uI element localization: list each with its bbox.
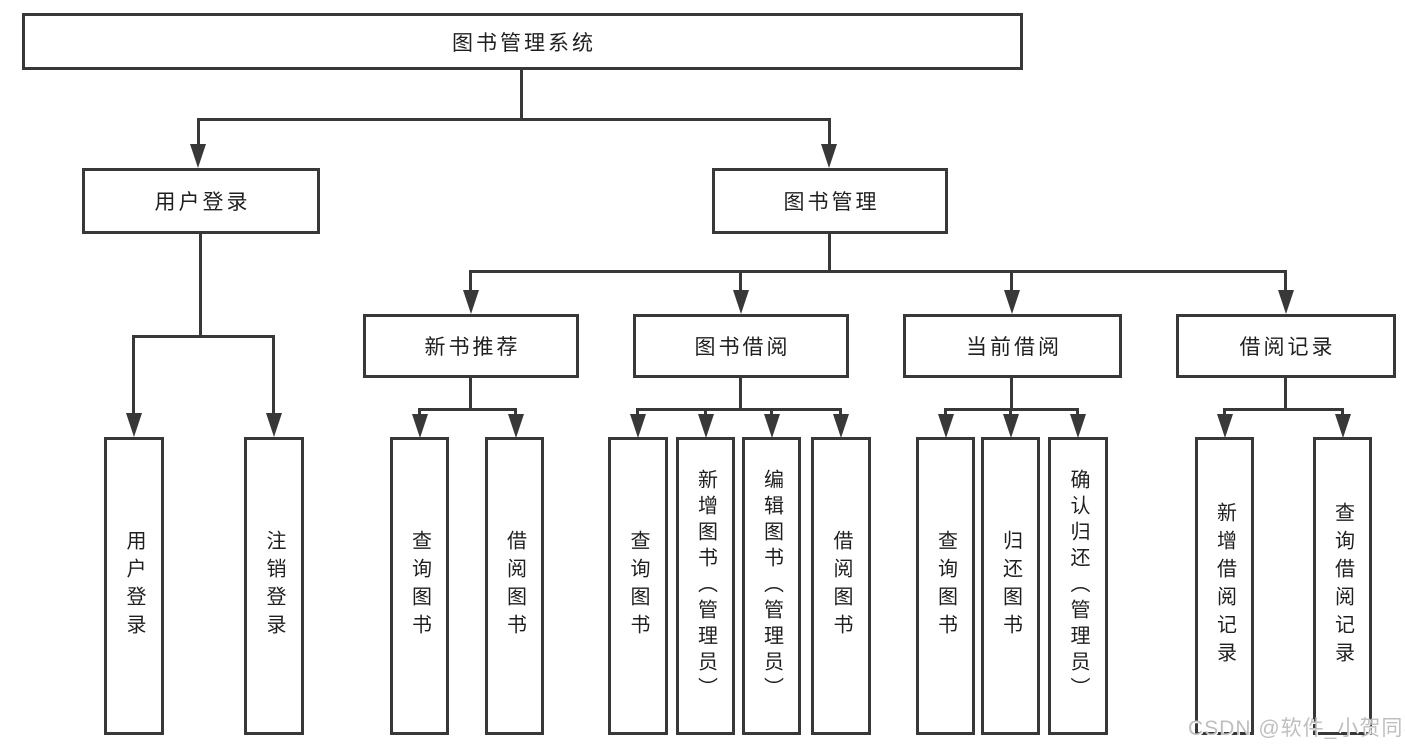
node-label: 确认归还（管理员）: [1067, 469, 1089, 703]
node-label: 新增借阅记录: [1213, 502, 1236, 670]
arrow-down-icon: [630, 414, 646, 438]
leaf-nbr-borrow-book: 借阅图书: [485, 437, 544, 735]
connector-level2-stem: [1010, 270, 1013, 292]
connector-leaf-stem: [704, 408, 707, 416]
leaf-bb-add-book-admin: 新增图书（管理员）: [676, 437, 735, 735]
node-book-borrowing: 图书借阅: [633, 314, 849, 378]
connector-level2-stem: [469, 270, 472, 292]
connector-user-login-split: [132, 335, 275, 338]
node-book-management: 图书管理: [712, 168, 948, 234]
connector-user-login-stem: [197, 118, 200, 146]
connector-group-split: [418, 408, 517, 411]
node-label: 借阅记录: [1239, 336, 1336, 359]
connector-group-stem: [739, 378, 742, 408]
connector-group-split: [1223, 408, 1344, 411]
node-user-login: 用户登录: [82, 168, 320, 234]
arrow-down-icon: [412, 414, 428, 438]
arrow-down-icon: [833, 414, 849, 438]
node-label: 图书借阅: [694, 336, 791, 359]
node-current-borrowing: 当前借阅: [903, 314, 1122, 378]
node-label: 归还图书: [999, 530, 1022, 642]
connector-user-login-down: [199, 234, 202, 335]
node-label: 新增图书（管理员）: [694, 469, 717, 703]
node-label: 当前借阅: [966, 336, 1062, 359]
node-root-library-system: 图书管理系统: [22, 13, 1023, 70]
connector-leaf-stem: [272, 335, 275, 414]
node-label: 查询图书: [934, 530, 957, 642]
node-label: 用户登录: [154, 191, 251, 214]
connector-book-mgmt-down: [828, 234, 831, 270]
arrow-down-icon: [733, 290, 749, 314]
connector-leaf-stem: [514, 408, 517, 416]
leaf-bb-edit-book-admin: 编辑图书（管理员）: [742, 437, 801, 735]
node-label: 借阅图书: [503, 530, 526, 642]
arrow-down-icon: [1003, 414, 1019, 438]
leaf-br-query-record: 查询借阅记录: [1313, 437, 1372, 735]
node-label: 查询图书: [627, 530, 649, 642]
connector-group-split: [636, 408, 842, 411]
connector-level2-stem: [739, 270, 742, 292]
node-new-book-recommendation: 新书推荐: [363, 314, 579, 378]
connector-leaf-stem: [839, 408, 842, 416]
connector-group-stem: [469, 378, 472, 408]
connector-leaf-stem: [770, 408, 773, 416]
leaf-br-add-record: 新增借阅记录: [1195, 437, 1254, 735]
leaf-nbr-query-book: 查询图书: [390, 437, 449, 735]
connector-leaf-stem: [1341, 408, 1344, 416]
arrow-down-icon: [1217, 414, 1233, 438]
connector-leaf-stem: [1009, 408, 1012, 416]
connector-book-mgmt-stem: [828, 118, 831, 146]
connector-group-stem: [1284, 378, 1287, 408]
leaf-cb-query-book: 查询图书: [916, 437, 975, 735]
arrow-down-icon: [938, 414, 954, 438]
leaf-bb-query-book: 查询图书: [608, 437, 668, 735]
leaf-cb-return-book: 归还图书: [981, 437, 1040, 735]
arrow-down-icon: [463, 290, 479, 314]
arrow-down-icon: [1004, 290, 1020, 314]
connector-root-split: [197, 118, 831, 121]
leaf-user-login: 用户登录: [104, 437, 164, 735]
node-label: 图书管理: [783, 191, 880, 214]
connector-leaf-stem: [1223, 408, 1226, 416]
leaf-logout: 注销登录: [244, 437, 304, 735]
node-label: 图书管理系统: [452, 31, 596, 55]
node-label: 注销登录: [263, 530, 285, 642]
leaf-cb-confirm-return-admin: 确认归还（管理员）: [1048, 437, 1108, 735]
leaf-bb-borrow-book: 借阅图书: [811, 437, 871, 735]
node-label: 查询图书: [408, 530, 431, 642]
arrow-down-icon: [266, 413, 282, 437]
arrow-down-icon: [698, 414, 714, 438]
arrow-down-icon: [190, 144, 206, 168]
node-label: 用户登录: [123, 530, 145, 642]
arrow-down-icon: [1335, 414, 1351, 438]
node-label: 编辑图书（管理员）: [760, 469, 783, 703]
connector-book-mgmt-split: [469, 270, 1287, 273]
connector-root-stem: [520, 70, 523, 118]
connector-level2-stem: [1284, 270, 1287, 292]
node-borrowing-records: 借阅记录: [1176, 314, 1396, 378]
arrow-down-icon: [1070, 414, 1086, 438]
node-label: 新书推荐: [424, 336, 521, 359]
arrow-down-icon: [764, 414, 780, 438]
arrow-down-icon: [508, 414, 524, 438]
connector-group-stem: [1010, 378, 1013, 408]
node-label: 借阅图书: [830, 530, 852, 642]
connector-leaf-stem: [636, 408, 639, 416]
arrow-down-icon: [1278, 290, 1294, 314]
connector-leaf-stem: [1076, 408, 1079, 416]
connector-leaf-stem: [132, 335, 135, 414]
arrow-down-icon: [126, 413, 142, 437]
connector-leaf-stem: [418, 408, 421, 416]
connector-leaf-stem: [944, 408, 947, 416]
arrow-down-icon: [821, 144, 837, 168]
node-label: 查询借阅记录: [1331, 502, 1354, 670]
csdn-watermark: CSDN @软件_小贺同学: [1188, 717, 1405, 740]
